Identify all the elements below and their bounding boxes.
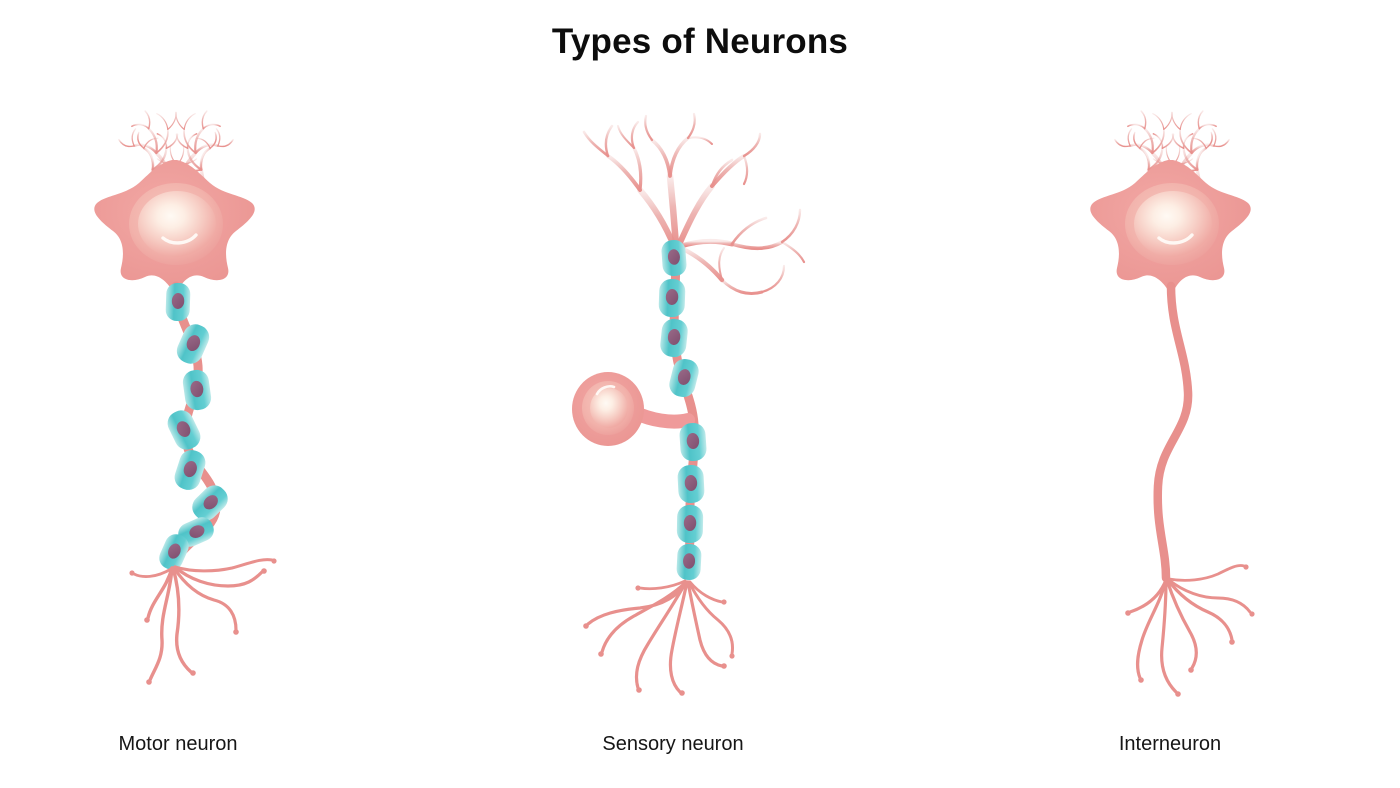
label-motor-neuron: Motor neuron bbox=[118, 733, 238, 755]
sensory-neuron-soma bbox=[572, 372, 644, 446]
sensory-neuron-figure bbox=[572, 112, 806, 696]
sensory-neuron-dendrites bbox=[582, 112, 806, 295]
interneuron-axon bbox=[1153, 281, 1193, 583]
interneuron-figure bbox=[1090, 103, 1255, 697]
motor-neuron-figure bbox=[94, 103, 277, 685]
label-sensory-neuron: Sensory neuron bbox=[602, 733, 744, 755]
interneuron-axon-terminals bbox=[1125, 564, 1255, 697]
motor-neuron-nucleus bbox=[129, 183, 223, 265]
motor-neuron-axon-terminals bbox=[129, 558, 277, 685]
sensory-neuron-axon-terminals bbox=[583, 579, 735, 696]
motor-neuron-myelin-sheath bbox=[159, 282, 228, 570]
label-interneuron: Interneuron bbox=[1118, 733, 1222, 755]
page-title: Types of Neurons bbox=[551, 22, 849, 61]
sensory-neuron-myelin-sheath bbox=[658, 239, 707, 581]
interneuron-nucleus bbox=[1125, 183, 1219, 265]
